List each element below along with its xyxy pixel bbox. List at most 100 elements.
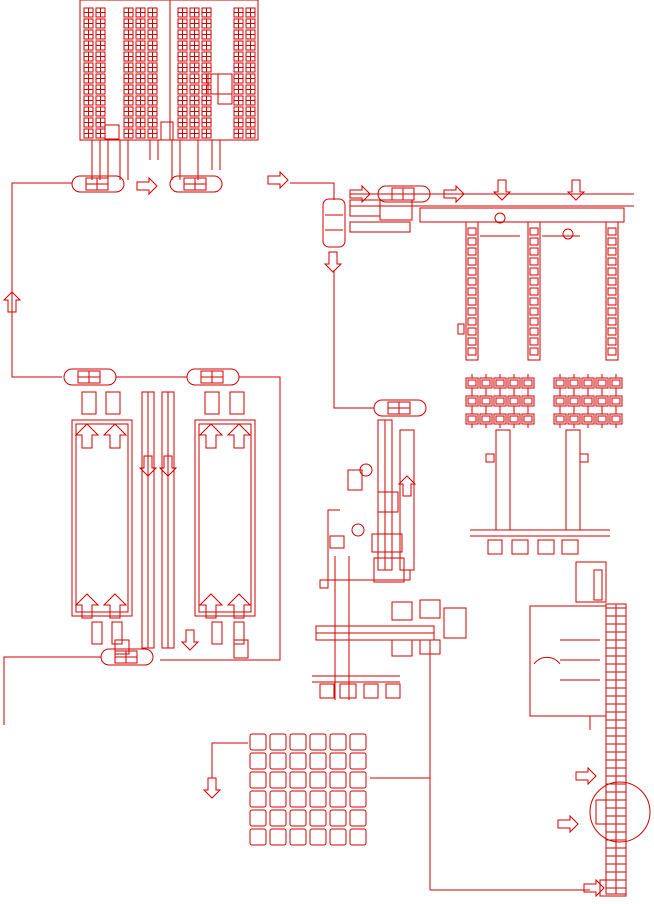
- pallet-slot: [289, 828, 307, 846]
- rack-cell: [189, 117, 200, 128]
- pallet-slot: [249, 733, 267, 751]
- rack-cell: [177, 29, 188, 40]
- rack-cell: [177, 73, 188, 84]
- lane-cell: [607, 347, 617, 356]
- rack-cell: [123, 51, 134, 62]
- pallet-slot: [309, 809, 327, 827]
- pallet-slot: [309, 790, 327, 808]
- machine-station: [507, 373, 521, 393]
- pallet-slot: [289, 809, 307, 827]
- rack-cell: [177, 7, 188, 18]
- machine-station: [595, 391, 609, 411]
- pallet-slot: [269, 752, 287, 770]
- pallet-slot: [329, 828, 347, 846]
- lane-cell: [529, 227, 539, 236]
- rack-cell: [123, 73, 134, 84]
- rack-cell: [123, 117, 134, 128]
- lane-cell: [607, 297, 617, 306]
- lane-cell: [607, 287, 617, 296]
- rack-cell: [135, 62, 146, 73]
- rack-cell: [135, 18, 146, 29]
- lane-cell: [467, 227, 477, 236]
- rack-cell: [135, 40, 146, 51]
- pallet-slot: [249, 809, 267, 827]
- pallet-slot: [329, 790, 347, 808]
- rack-cell: [135, 73, 146, 84]
- pallet-slot: [289, 733, 307, 751]
- lane-cell: [607, 327, 617, 336]
- rack-cell: [177, 117, 188, 128]
- lane-cell: [529, 267, 539, 276]
- rack-cell: [245, 95, 256, 106]
- machine-station: [609, 391, 623, 411]
- machine-station: [595, 373, 609, 393]
- rack-cell: [189, 95, 200, 106]
- pallet-slot: [349, 733, 367, 751]
- rack-cell: [201, 84, 212, 95]
- lane-cell: [529, 257, 539, 266]
- pallet-grid-links: [203, 742, 430, 799]
- rack-cell: [83, 95, 94, 106]
- rack-cell: [245, 117, 256, 128]
- pallet-slot: [269, 790, 287, 808]
- rack-cell: [177, 62, 188, 73]
- right-production-lines: [349, 179, 634, 555]
- lane-cell: [529, 237, 539, 246]
- rack-cell: [83, 40, 94, 51]
- pallet-slot: [349, 809, 367, 827]
- rack-cell: [83, 117, 94, 128]
- rack-cell: [147, 106, 158, 117]
- rack-cell: [233, 40, 244, 51]
- rack-cell: [233, 29, 244, 40]
- rack-cell: [147, 29, 158, 40]
- pallet-slot: [349, 752, 367, 770]
- lane-cell: [467, 347, 477, 356]
- machine-station: [479, 373, 493, 393]
- rack-cell: [233, 18, 244, 29]
- rack-cell: [95, 73, 106, 84]
- rack-cell: [245, 29, 256, 40]
- rack-cell: [245, 106, 256, 117]
- lane-cell: [467, 317, 477, 326]
- pallet-slot: [329, 733, 347, 751]
- lane-cell: [529, 307, 539, 316]
- rack-cell: [245, 40, 256, 51]
- rack-cell: [135, 95, 146, 106]
- machine-station: [507, 391, 521, 411]
- rack-cell: [233, 128, 244, 139]
- lane-cell: [467, 337, 477, 346]
- pallet-slot: [289, 752, 307, 770]
- rack-cell: [189, 51, 200, 62]
- pallet-slot: [249, 752, 267, 770]
- rack-cell: [245, 62, 256, 73]
- sorting-area: [312, 419, 590, 891]
- lane-cell: [607, 277, 617, 286]
- rack-cell: [147, 7, 158, 18]
- lane-cell: [467, 307, 477, 316]
- rack-cell: [147, 51, 158, 62]
- left-kiln-area: [3, 368, 281, 725]
- pallet-slot: [329, 771, 347, 789]
- rack-cell: [83, 62, 94, 73]
- rack-cell: [95, 51, 106, 62]
- rack-cell: [83, 18, 94, 29]
- rack-cell: [95, 84, 106, 95]
- machine-station: [567, 409, 581, 429]
- pallet-slot: [329, 752, 347, 770]
- machine-station: [479, 409, 493, 429]
- rack-cell: [123, 106, 134, 117]
- pallet-slot: [349, 790, 367, 808]
- machine-station: [493, 373, 507, 393]
- rack-cell: [147, 73, 158, 84]
- rack-cell: [135, 84, 146, 95]
- rack-cell: [233, 117, 244, 128]
- rack-cell: [147, 40, 158, 51]
- rack-cell: [201, 40, 212, 51]
- rack-cell: [147, 95, 158, 106]
- pallet-slot: [349, 828, 367, 846]
- rack-cell: [135, 7, 146, 18]
- rack-cell: [135, 117, 146, 128]
- machine-station: [521, 391, 535, 411]
- rack-cell: [245, 128, 256, 139]
